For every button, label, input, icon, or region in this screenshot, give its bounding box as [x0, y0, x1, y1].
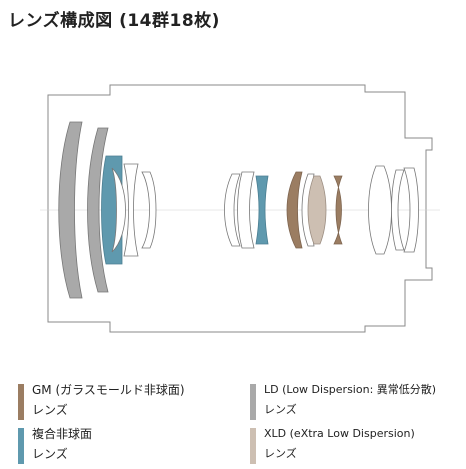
- lens-clear-7: [368, 165, 392, 255]
- lens-clear-2: [123, 163, 139, 257]
- lens-diagram: [40, 84, 440, 333]
- legend-gm-line2: レンズ: [32, 403, 68, 417]
- lens-ld-1: [58, 121, 83, 299]
- legend-xld-line1: XLD (eXtra Low Dispersion): [264, 427, 415, 440]
- page-title: レンズ構成図 (14群18枚): [8, 11, 220, 31]
- lens-gm-1: [286, 171, 303, 249]
- lens-xld-1: [307, 175, 327, 245]
- lens-ld-2: [87, 127, 109, 293]
- lens-clear-8: [391, 169, 405, 251]
- lens-clear-5: [237, 171, 255, 249]
- lens-clear-3: [141, 171, 157, 249]
- legend-ld-line2: レンズ: [264, 403, 297, 416]
- lens-clear-1: [111, 167, 126, 253]
- legend-gm-line1: GM (ガラスモールド非球面): [32, 383, 185, 397]
- barrel-outline: [47, 84, 433, 333]
- legend-aspherical-line2: レンズ: [32, 447, 68, 461]
- xld-swatch: [250, 428, 256, 464]
- lens-clear-9: [403, 167, 419, 253]
- lens-aspherical-2: [255, 175, 269, 245]
- legend-aspherical-line1: 複合非球面: [32, 427, 93, 441]
- gm-swatch: [18, 384, 24, 420]
- lens-gm-2: [333, 175, 343, 245]
- aspherical-swatch: [18, 428, 24, 464]
- legend-ld-line1: LD (Low Dispersion: 異常低分散): [264, 383, 437, 396]
- ld-swatch: [250, 384, 256, 420]
- lens-clear-4: [224, 173, 241, 247]
- legend-xld-line2: レンズ: [264, 447, 297, 460]
